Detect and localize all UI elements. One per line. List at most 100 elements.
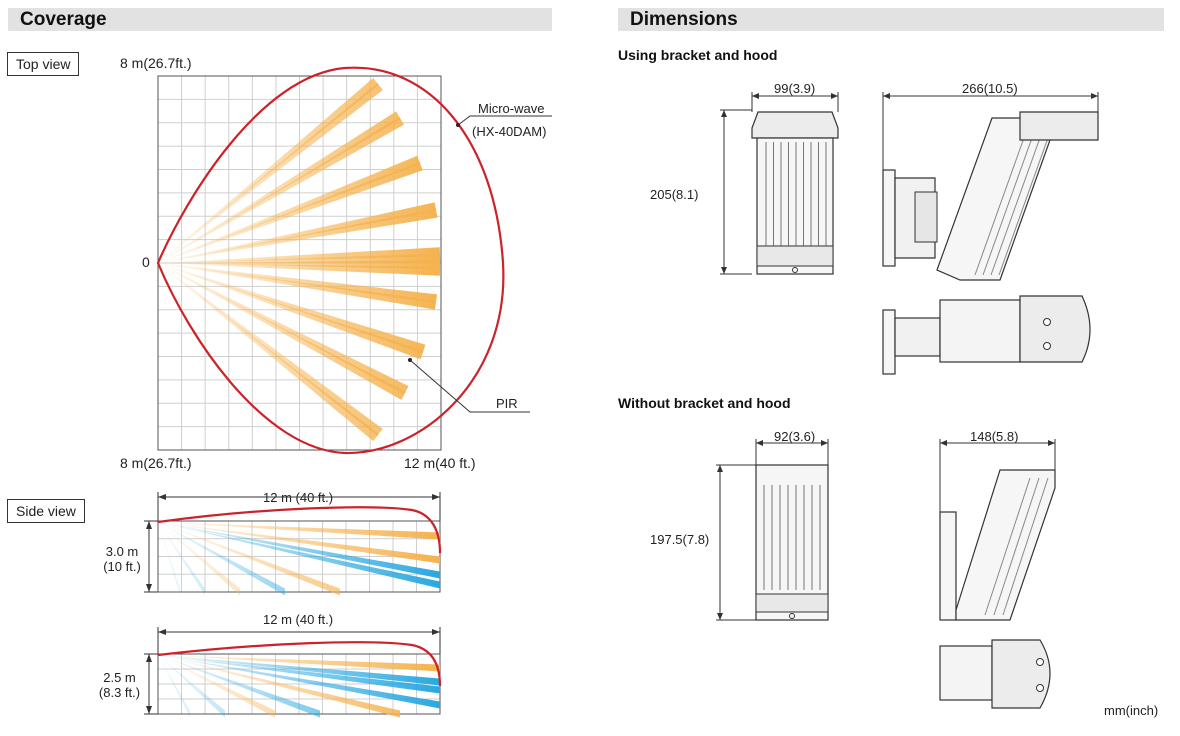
arrow-head	[883, 93, 890, 99]
sensor-side-body	[936, 117, 1051, 281]
pir-beam	[158, 263, 379, 442]
side-view-label: Side view	[7, 499, 85, 523]
side-rib	[974, 134, 1026, 276]
pir-beam	[158, 522, 285, 596]
arrow-head	[146, 654, 152, 662]
screw-icon	[1043, 342, 1051, 350]
length-label: 12 m(40 ft.)	[404, 455, 476, 471]
wall-bracket-plate	[882, 169, 896, 267]
pir-beam	[158, 522, 440, 579]
hood-side	[1019, 111, 1099, 141]
arrow-head	[432, 494, 440, 500]
screw-icon	[792, 267, 798, 273]
microwave-label: Micro-wave	[478, 101, 545, 116]
bracket-joint	[914, 191, 938, 243]
top-view-label: Top view	[7, 52, 80, 76]
pir-beam	[158, 655, 190, 718]
microwave-coverage-outline	[157, 641, 442, 687]
pir-beam	[158, 655, 440, 709]
front-base	[756, 245, 834, 267]
pir-beam	[158, 208, 438, 263]
bottom-sensor-body	[939, 299, 1021, 363]
pir-beam	[158, 116, 404, 263]
pir-beam	[158, 522, 205, 596]
side2-height-m-label: 2.5 m	[103, 670, 136, 685]
pir-beam	[158, 655, 440, 694]
arrow-head	[1048, 440, 1055, 446]
screw-icon	[1036, 658, 1044, 666]
arrow-head	[158, 494, 166, 500]
bottom-cover-nobracket	[991, 639, 1051, 709]
with-bracket-title: Using bracket and hood	[618, 47, 778, 63]
with-bracket-depth: 266(10.5)	[962, 81, 1018, 96]
arrow-head	[721, 110, 727, 117]
pir-beam	[158, 522, 440, 589]
pir-beam	[158, 155, 421, 263]
screw-icon	[1043, 318, 1051, 326]
pir-beam	[158, 655, 225, 718]
pir-label: PIR	[496, 396, 518, 411]
side2-length-label: 12 m (40 ft.)	[263, 612, 334, 627]
origin-label: 0	[142, 254, 150, 270]
bottom-bracket-plate	[882, 309, 896, 375]
side1-height-m-label: 3.0 m	[105, 544, 139, 559]
side-rib	[993, 477, 1040, 616]
side-rib	[998, 134, 1050, 276]
microwave-coverage-outline	[157, 506, 442, 554]
pir-beam	[158, 522, 440, 540]
pir-beam	[158, 655, 440, 672]
pir-beam	[158, 522, 440, 564]
dimension-drawings	[716, 92, 1099, 709]
dimensions-title: Dimensions	[630, 9, 738, 30]
pir-beam	[158, 82, 383, 264]
side-rib	[984, 477, 1031, 616]
pir-beam	[158, 111, 401, 263]
arrow-head	[752, 93, 759, 99]
with-bracket-width: 99(3.9)	[774, 81, 816, 96]
arrow-head	[717, 465, 723, 472]
mount-plate	[939, 511, 957, 621]
without-bracket-depth: 148(5.8)	[970, 429, 1019, 444]
top-view-diagram	[156, 66, 552, 455]
microwave-model-label: (HX-40DAM)	[472, 124, 547, 139]
bottom-bracket-arm	[894, 317, 941, 357]
arrow-head	[940, 440, 947, 446]
screw-icon	[1036, 684, 1044, 692]
side-rib	[990, 134, 1042, 276]
arrow-head	[717, 613, 723, 620]
bottom-body-nobracket	[939, 645, 993, 701]
screw-icon	[789, 613, 795, 619]
pir-beam	[158, 263, 383, 437]
arrow-head	[432, 629, 440, 635]
pir-beam	[158, 263, 424, 360]
front-base	[755, 593, 829, 613]
arrow-head	[821, 440, 828, 446]
pir-beam	[158, 161, 423, 263]
pir-beam	[158, 522, 240, 596]
pir-beam	[158, 78, 379, 263]
microwave-coverage-outline	[156, 66, 505, 455]
arrow-head	[146, 706, 152, 714]
without-bracket-height: 197.5(7.8)	[650, 532, 710, 547]
hood-front	[751, 111, 839, 139]
units-label: mm(inch)	[1104, 703, 1159, 718]
coverage-header: Coverage	[8, 8, 552, 31]
pir-leader-line	[409, 359, 530, 413]
side1-height-ft-label: (10 ft.)	[103, 559, 141, 574]
pir-beam	[158, 522, 340, 596]
pir-beam	[158, 263, 406, 400]
pir-beam	[158, 655, 275, 718]
dimensions-header: Dimensions	[618, 8, 1164, 31]
pir-beam	[158, 263, 441, 276]
pir-beam	[158, 522, 180, 596]
microwave-leader-line	[457, 115, 552, 126]
side2-height-ft-label: (8.3 ft.)	[98, 685, 141, 700]
arrow-head	[831, 93, 838, 99]
side-rib	[1002, 477, 1049, 616]
side-view-diagram-1	[144, 492, 442, 596]
pir-beam	[158, 253, 441, 263]
pir-beam	[158, 263, 437, 310]
arrow-head	[721, 267, 727, 274]
arrow-head	[146, 521, 152, 529]
arrow-head	[1091, 93, 1098, 99]
